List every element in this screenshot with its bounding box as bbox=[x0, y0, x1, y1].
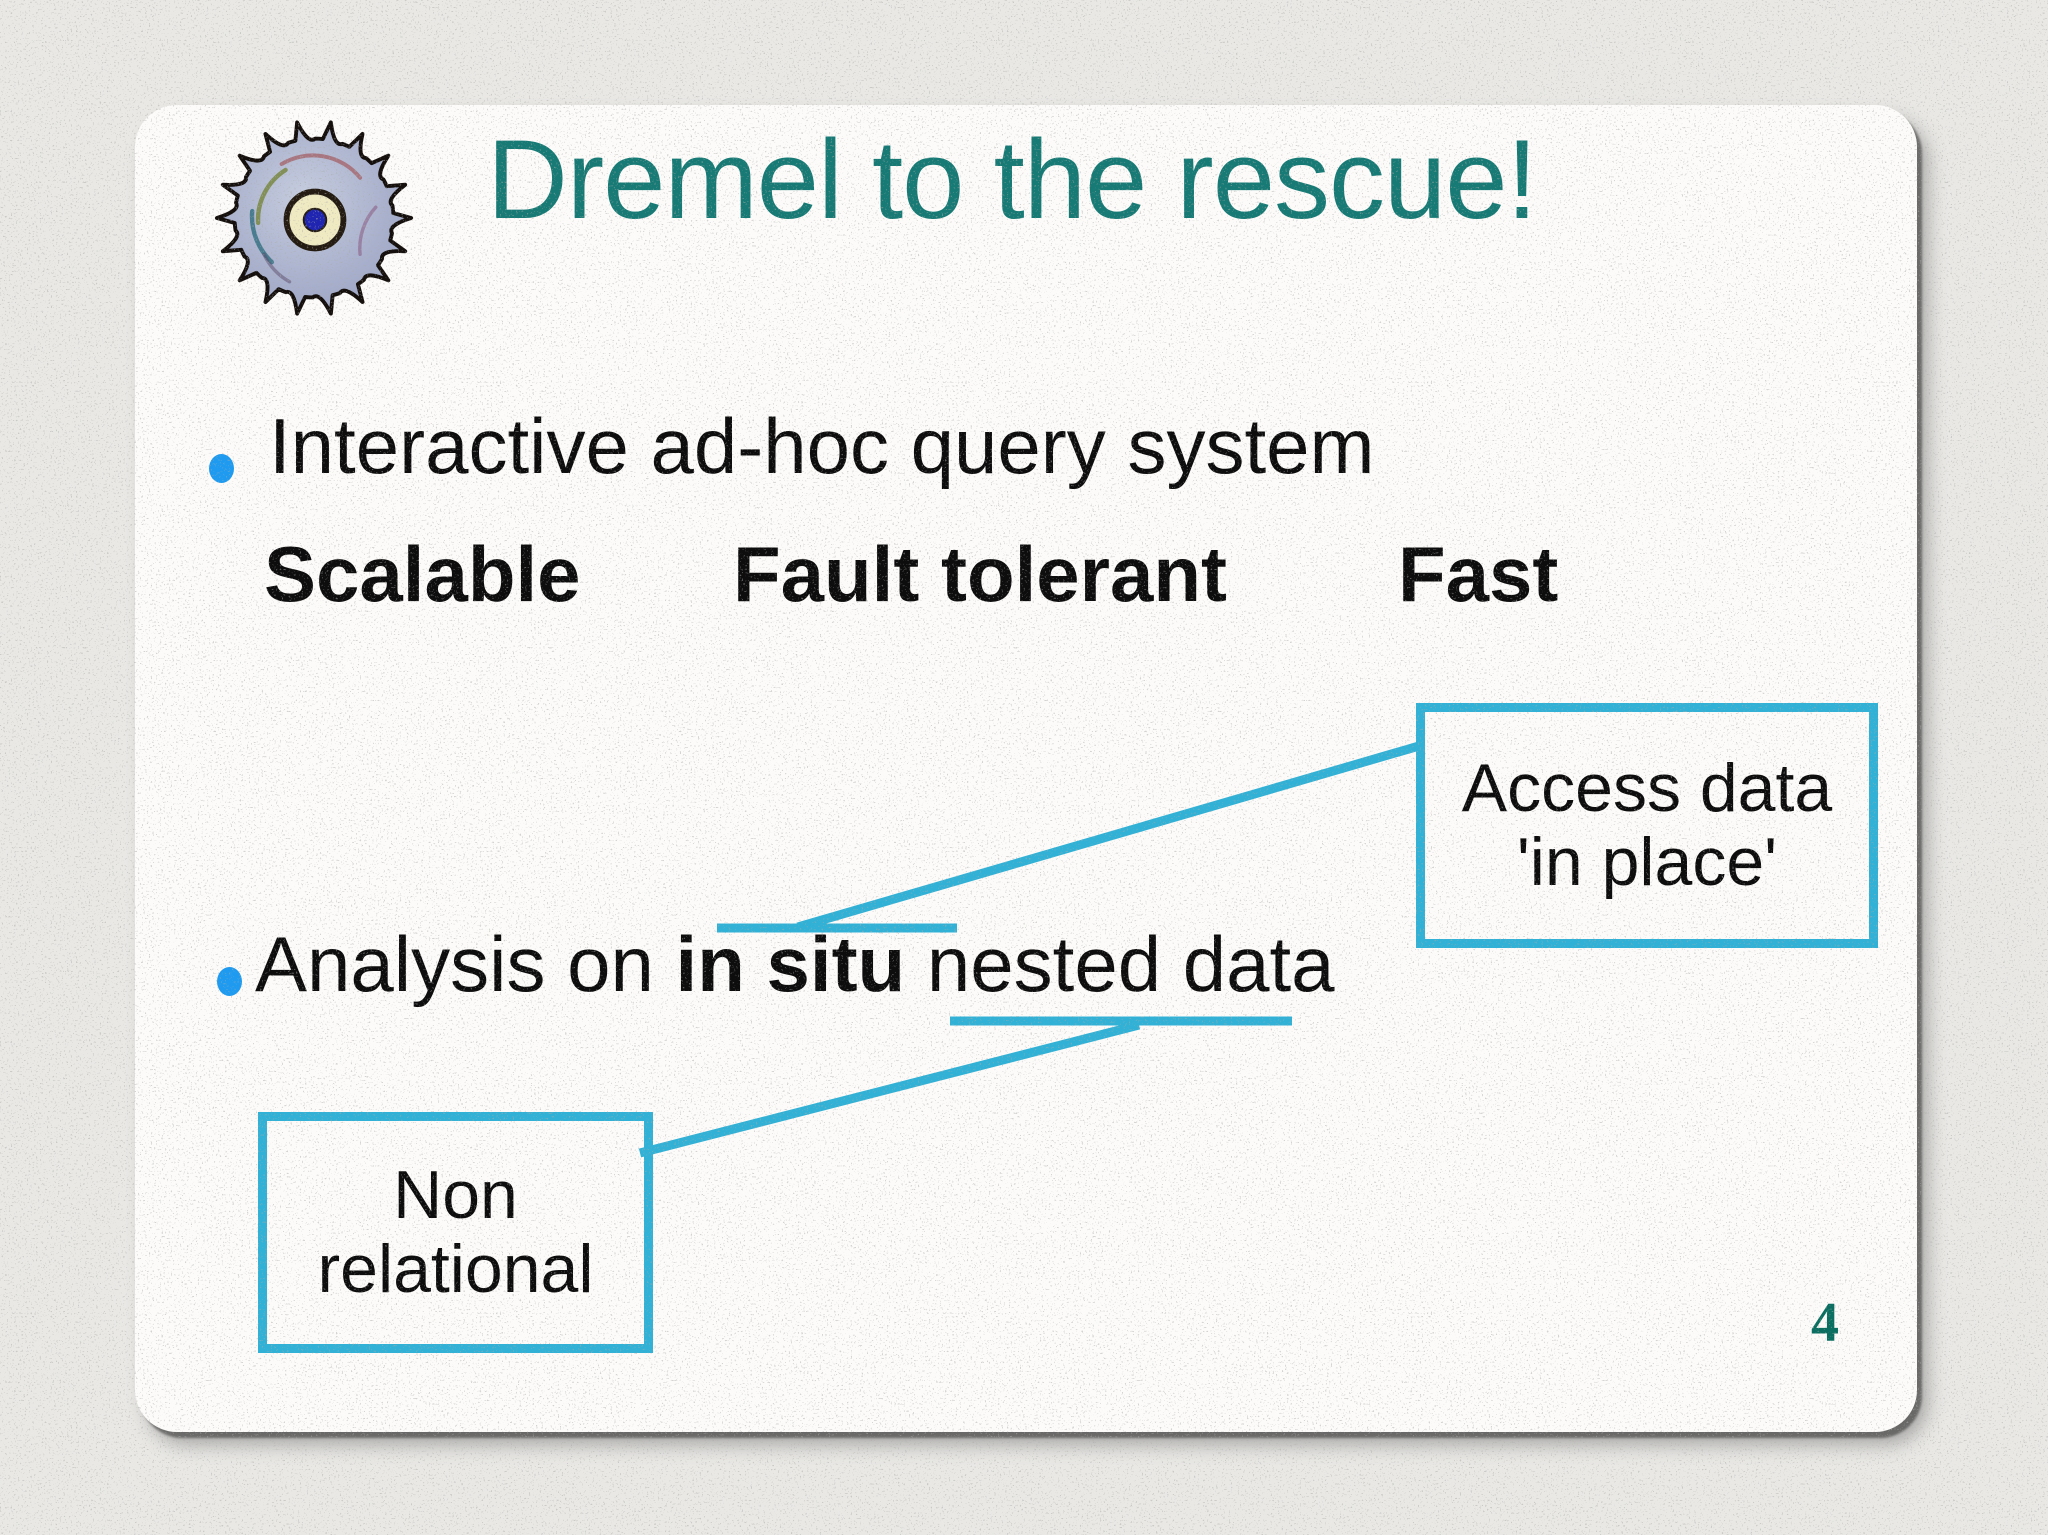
feature-line: Scalable Fault tolerant Fast bbox=[135, 529, 1917, 639]
analysis-nested-data: nested data bbox=[926, 920, 1335, 1008]
bullet-icon bbox=[209, 454, 234, 483]
connector-to-non-relational bbox=[638, 1020, 1141, 1158]
feature-fault-tolerant: Fault tolerant bbox=[733, 530, 1228, 618]
slide-title: Dremel to the rescue! bbox=[487, 117, 1538, 242]
feature-fast: Fast bbox=[1398, 530, 1559, 618]
feature-scalable: Scalable bbox=[264, 530, 581, 618]
bullet-icon bbox=[217, 967, 242, 996]
callout-line: 'in place' bbox=[1516, 823, 1778, 900]
callout-line: Access data bbox=[1461, 750, 1833, 827]
analysis-prefix: Analysis on bbox=[255, 920, 676, 1008]
slide: Dremel to the rescue! Interactive ad-hoc… bbox=[135, 105, 1917, 1432]
blade-center-dot bbox=[302, 207, 328, 233]
saw-blade-icon bbox=[214, 120, 414, 316]
callout-line: Non bbox=[393, 1157, 518, 1234]
bullet-item-analysis: Analysis on in situ nested data bbox=[255, 917, 1335, 1012]
callout-access-data: Access data 'in place' bbox=[1416, 703, 1878, 948]
callout-line: relational bbox=[317, 1230, 594, 1307]
connector-to-access-data bbox=[796, 741, 1421, 932]
page-number: 4 bbox=[1811, 1292, 1839, 1354]
bullet-item-query-system: Interactive ad-hoc query system bbox=[269, 402, 1375, 490]
callout-non-relational: Non relational bbox=[258, 1112, 653, 1353]
analysis-in-situ: in situ bbox=[675, 920, 927, 1008]
